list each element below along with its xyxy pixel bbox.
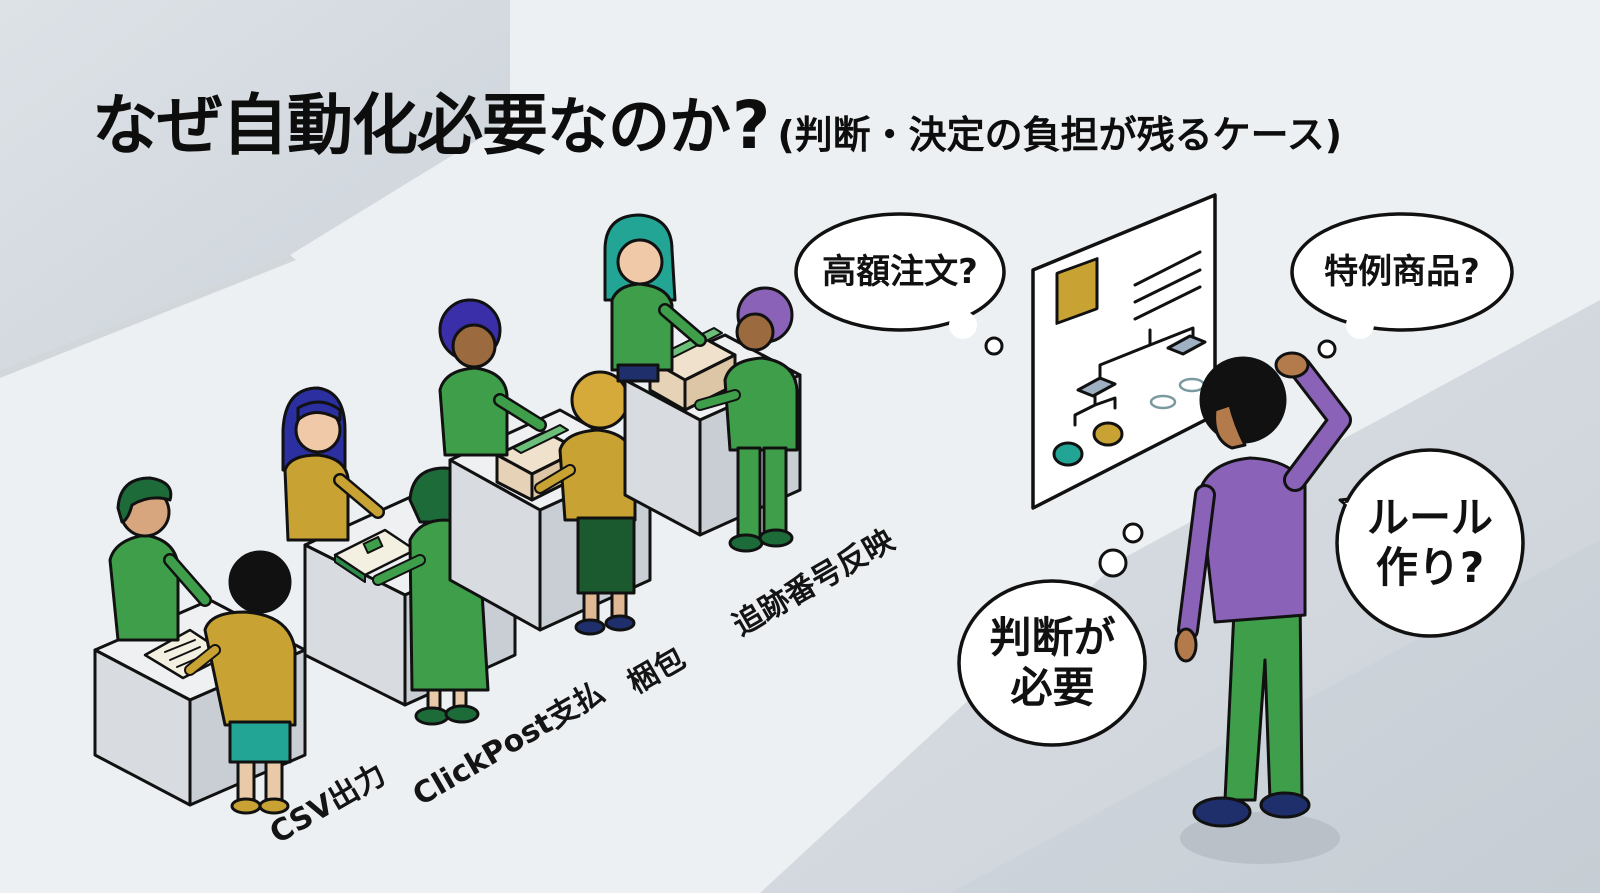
flowchart-board xyxy=(1031,193,1217,510)
title-subtitle: (判断・決定の負担が残るケース) xyxy=(777,113,1343,157)
title-kana: なのか xyxy=(547,90,731,163)
thought-judgment-line2: 必要 xyxy=(1010,662,1095,712)
station-csv-export xyxy=(93,476,307,815)
worker-tracking xyxy=(603,213,707,383)
thought-special-item: 特例商品? xyxy=(1324,252,1480,292)
package-icon xyxy=(1055,257,1099,325)
title-question-mark: ? xyxy=(732,87,770,164)
speech-bubble-rule-making xyxy=(1335,448,1525,638)
gold-outcome-node xyxy=(1092,421,1124,447)
customer-packing xyxy=(534,370,637,636)
decision-node xyxy=(1166,334,1207,356)
station-packing xyxy=(438,298,652,636)
worker-packing xyxy=(438,298,547,457)
thought-bubble-judgment xyxy=(957,522,1147,747)
speech-rule-making: ルール 作り? xyxy=(1360,493,1500,592)
teal-outcome-node xyxy=(1052,441,1084,467)
thought-judgment-line1: 判断が xyxy=(989,613,1116,662)
decision-node xyxy=(1076,376,1117,398)
thought-judgment-needed: 判断が 必要 xyxy=(975,613,1130,712)
station-tracking-number xyxy=(603,213,802,553)
confused-person xyxy=(1174,351,1352,864)
customer-tracking xyxy=(694,286,799,553)
thought-high-value-order: 高額注文? xyxy=(822,252,978,292)
title-main: なぜ自動化必要 xyxy=(92,87,548,164)
thought-bubble-special-item xyxy=(1290,212,1514,359)
customer-csv xyxy=(184,550,297,815)
worker-csv xyxy=(108,476,212,642)
thought-bubble-high-value xyxy=(794,212,1006,356)
worker-clickpost xyxy=(281,386,385,542)
speech-rule-making-line2: 作り? xyxy=(1375,542,1485,592)
speech-rule-making-line1: ルール xyxy=(1366,493,1493,542)
slide-title: なぜ自動化必要 なのか ? (判断・決定の負担が残るケース) xyxy=(92,72,1342,168)
